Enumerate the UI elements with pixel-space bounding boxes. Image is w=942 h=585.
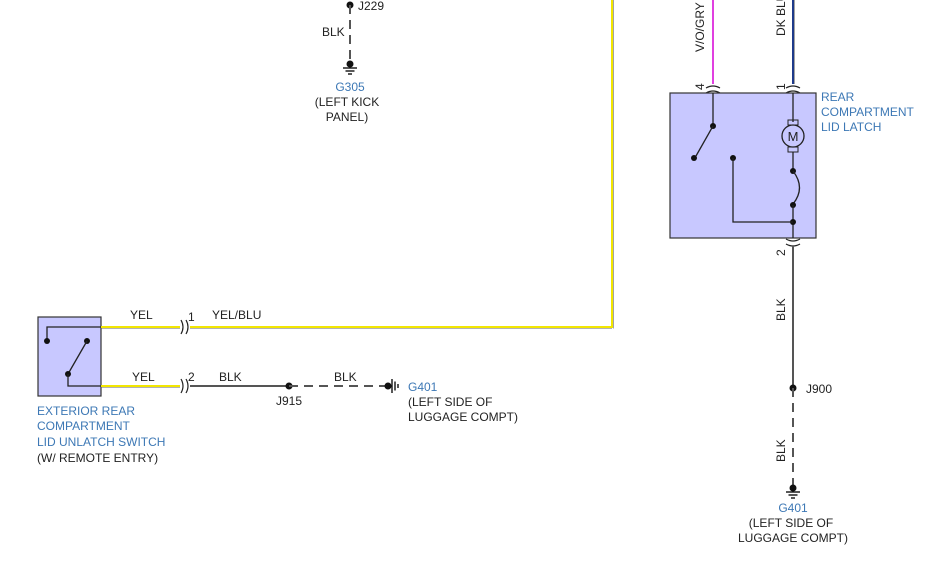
ground-g401-mid-id: G401 [408,380,438,394]
g305-ground-branch: J229 BLK G305 (LEFT KICK PANEL) [315,0,385,124]
ground-symbol-g401-bottom [786,488,800,499]
wire-blk-latch-label: BLK [774,298,788,321]
ground-g401-mid-location-2: LUGGAGE COMPT) [408,410,518,424]
latch-internal-arc [792,170,801,205]
wire-yel-2-label: YEL [132,370,155,384]
wire-blk-2-label: BLK [219,370,242,384]
latch-pin-1: 1 [774,83,788,90]
ground-symbol-g401-mid [388,379,399,393]
latch-label-3: LID LATCH [821,120,881,134]
switch-contact-top [44,338,50,344]
switch-internal-path [46,326,101,341]
motor-label: M [788,129,799,144]
ground-g305-id: G305 [335,80,365,94]
latch-body [669,92,817,239]
switch-body [37,316,102,397]
splice-j900-label: J900 [806,382,832,396]
latch-switch-blade [695,125,714,157]
switch-label-1: EXTERIOR REAR [37,404,135,418]
ground-g401-bottom-location-2: LUGGAGE COMPT) [738,531,848,545]
wire-blk-dashed-label: BLK [334,370,357,384]
connector-pin2-symbol [180,378,189,394]
connector-pin1-symbol [180,319,189,335]
wire-yel-1-label: YEL [130,308,153,322]
latch-input-wires: V/O/GRY 4 DK BLU 1 [693,0,801,94]
ground-g401-bottom-location-1: (LEFT SIDE OF [749,516,833,530]
connector-pin1-latch-symbol [785,85,801,94]
latch-switch-contact-2 [691,155,697,161]
latch-internal-return [732,158,793,223]
ground-g401-bottom-id: G401 [778,501,808,515]
latch-pin-4: 4 [693,83,707,90]
switch-label-2: COMPARTMENT [37,419,131,433]
switch-internal-path-2 [67,374,101,387]
switch-pin-2: 2 [188,370,195,384]
switch-pin-1: 1 [188,310,195,324]
g401-mid-ground-branch: BLK J915 BLK G401 (LEFT SIDE OF LUGGAGE … [190,370,518,424]
switch-blade [67,340,88,375]
switch-label-4: (W/ REMOTE ENTRY) [37,451,158,465]
g401-bottom-ground-branch: 2 BLK J900 BLK G401 (LEFT SIDE OF LUGGAG… [738,238,848,545]
ground-g305-location-1: (LEFT KICK [315,95,379,109]
connector-pin2-latch-symbol [785,238,801,247]
exterior-rear-compartment-lid-unlatch-switch: YEL 1 YEL 2 EXTERIOR REAR COMPARTMENT LI… [37,308,195,465]
ground-symbol-g305 [343,64,357,75]
switch-label-3: LID UNLATCH SWITCH [37,435,165,449]
connector-pin4-symbol [705,85,721,94]
wire-blk-latch-lower-label: BLK [774,439,788,462]
rear-compartment-lid-latch: M REAR COMPARTMENT LID LATCH [669,90,915,239]
splice-j915-label: J915 [276,394,302,408]
ground-g305-location-2: PANEL) [326,110,368,124]
latch-pin-2: 2 [774,249,788,256]
latch-label-1: REAR [821,90,855,104]
wire-dk-blu-label: DK BLU [774,0,788,36]
wire-yel-blu-run: YEL/BLU [190,0,614,329]
wire-yel-blu-label: YEL/BLU [212,308,261,322]
wire-blk-top-label: BLK [322,25,345,39]
wire-vio-gry-label: V/O/GRY [693,2,707,52]
latch-label-2: COMPARTMENT [821,105,915,119]
ground-g401-mid-location-1: (LEFT SIDE OF [408,395,492,409]
wire-yel-blu [190,0,613,328]
splice-j229-label: J229 [358,0,384,13]
